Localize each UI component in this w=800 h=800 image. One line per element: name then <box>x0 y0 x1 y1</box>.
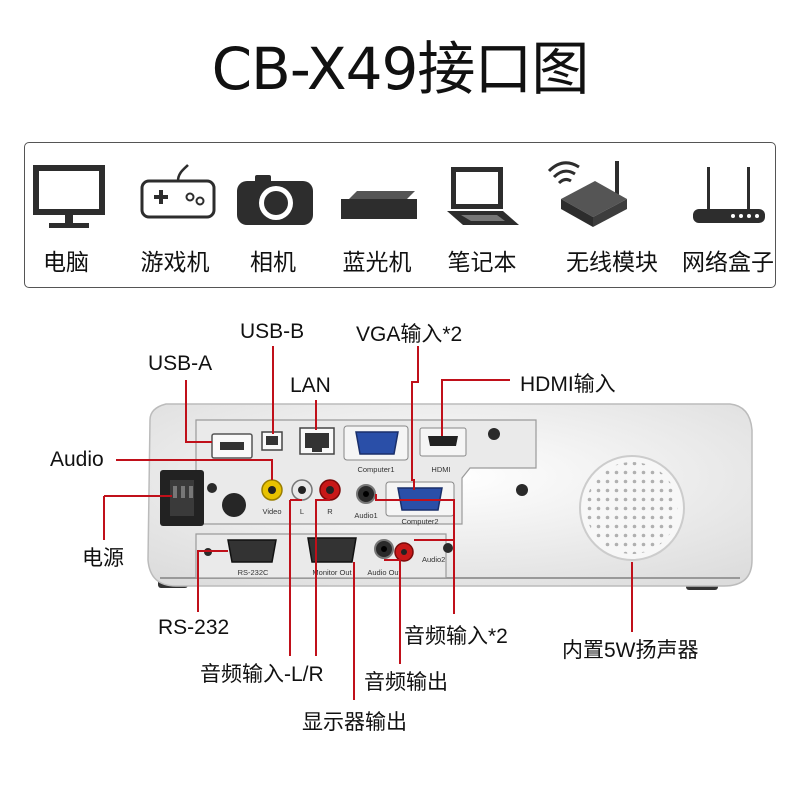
label-speaker: 内置5W扬声器 <box>562 639 699 662</box>
leader-audio <box>116 459 273 480</box>
label-usb-a: USB-A <box>148 352 213 375</box>
audio1-label: Audio1 <box>354 511 377 520</box>
leader-audio-in-lr <box>289 499 330 656</box>
audio2-label: Audio2 <box>422 555 445 564</box>
label-vga-input: VGA输入*2 <box>356 323 463 346</box>
label-audio-output: 音频输出 <box>364 671 448 694</box>
label-hdmi-input: HDMI输入 <box>520 373 616 396</box>
bluray-player-icon <box>341 191 417 219</box>
page-title: CB-X49接口图 <box>211 35 590 103</box>
hdmi-panel-label: HDMI <box>431 465 450 474</box>
camera-icon <box>237 175 313 225</box>
r-label: R <box>327 507 333 516</box>
wireless-module-icon <box>547 161 627 227</box>
device-label-camera: 相机 <box>250 250 296 276</box>
device-label-wireless-module: 无线模块 <box>566 250 658 276</box>
device-label-laptop: 笔记本 <box>447 250 517 276</box>
leader-audio-out <box>384 559 401 664</box>
rs232c-label: RS-232C <box>238 568 269 577</box>
video-label: Video <box>262 507 281 516</box>
label-audio-input-lr: 音频输入-L/R <box>200 663 324 686</box>
computer2-label: Computer2 <box>401 517 438 526</box>
l-label: L <box>300 507 304 516</box>
leader-hdmi <box>441 379 510 436</box>
security-slot <box>222 493 246 517</box>
audio-out-panel-label: Audio Out <box>367 568 401 577</box>
leader-power <box>103 495 172 540</box>
gamepad-icon <box>140 164 216 219</box>
label-rs232: RS-232 <box>158 616 230 639</box>
device-label-pc: 电脑 <box>43 250 89 276</box>
leader-audio-in-2a <box>375 494 455 614</box>
leader-usb-a <box>185 380 212 443</box>
monitor-out-panel-label: Monitor Out <box>312 568 352 577</box>
monitor-icon <box>33 165 105 228</box>
rs232c-port <box>227 539 277 563</box>
leader-vga-in-2 <box>411 386 415 490</box>
device-label-network-box: 网络盒子 <box>682 250 774 276</box>
laptop-icon <box>447 167 519 225</box>
label-lan: LAN <box>290 374 331 397</box>
leader-rs232 <box>197 550 228 612</box>
label-audio: Audio <box>50 448 104 471</box>
device-label-bluray: 蓝光机 <box>342 250 412 276</box>
label-monitor-output: 显示器输出 <box>302 711 407 734</box>
speaker-holes <box>586 462 678 554</box>
leader-lines <box>103 346 633 700</box>
device-label-game-console: 游戏机 <box>140 250 210 276</box>
monitor-out-port <box>307 537 357 563</box>
compatible-devices-box: 电脑 游戏机 相机 蓝光机 笔记本 无线模块 <box>24 142 776 288</box>
computer1-label: Computer1 <box>357 465 394 474</box>
label-usb-b: USB-B <box>240 320 305 343</box>
hdmi-port <box>428 436 458 446</box>
label-power: 电源 <box>82 547 124 570</box>
computer1-vga-port <box>355 431 399 455</box>
label-audio-input-2: 音频输入*2 <box>404 625 508 648</box>
router-icon <box>693 167 765 223</box>
